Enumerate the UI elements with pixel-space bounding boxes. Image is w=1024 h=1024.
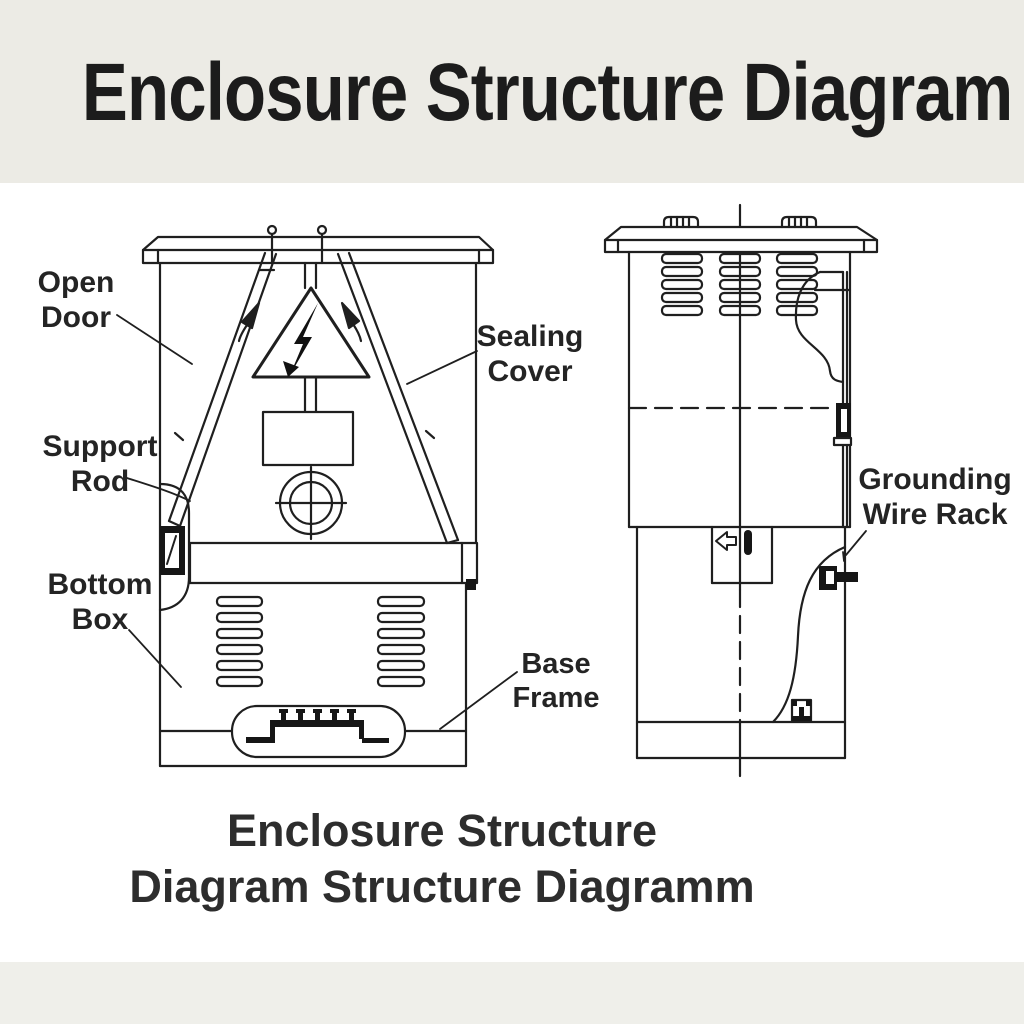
header-band	[0, 0, 1024, 183]
grounding-bolt-icon	[819, 566, 858, 590]
diagram-caption: Enclosure Structure Diagram Structure Di…	[92, 803, 792, 916]
base-terminal-strip	[158, 704, 468, 759]
door-lock-crosshair-icon	[274, 465, 348, 541]
louver-vent-icon	[215, 595, 426, 688]
label-line: Bottom	[47, 568, 153, 601]
label-line: Wire Rack	[862, 497, 1008, 531]
side-view-drawing	[603, 203, 879, 778]
label-line: Cover	[487, 354, 573, 388]
label-line: Frame	[512, 681, 600, 714]
leader-bottom-box	[128, 629, 182, 688]
label-grounding-wire-rack: Grounding Wire Rack	[840, 463, 1024, 533]
grounding-wire	[771, 545, 847, 724]
caption-line-2: Diagram Structure Diagramm	[129, 861, 755, 913]
label-line: Rod	[70, 464, 130, 498]
footer-band	[0, 962, 1024, 1024]
left-arrow-icon	[710, 525, 774, 585]
roof-cap	[141, 235, 495, 265]
support-rods	[167, 251, 460, 545]
hinge-latch	[158, 482, 191, 612]
leader-open-door	[116, 314, 193, 365]
label-line: Door	[41, 300, 111, 334]
leader-grounding	[842, 530, 867, 562]
page-title: Enclosure Structure Diagram	[81, 47, 1013, 138]
middle-band	[188, 541, 479, 590]
roof-vent-caps-icon	[662, 215, 818, 229]
label-sealing-cover: Sealing Cover	[452, 320, 608, 390]
label-bottom-box: Bottom Box	[26, 568, 174, 638]
label-base-frame: Base Frame	[478, 648, 634, 715]
label-line: Base	[521, 648, 591, 680]
front-view-drawing	[141, 224, 495, 768]
caption-line-1: Enclosure Structure	[226, 805, 658, 856]
high-voltage-triangle-icon	[251, 261, 371, 414]
side-roof-cap	[603, 225, 879, 254]
label-open-door: Open Door	[18, 266, 134, 336]
leader-lines	[116, 314, 867, 730]
label-line: Support	[42, 430, 158, 463]
label-line: Box	[71, 602, 129, 636]
leader-sealing-cover	[406, 350, 478, 385]
leader-support-rod	[126, 477, 191, 502]
inner-box	[261, 410, 355, 467]
grounding-wire-rack-drawing	[794, 270, 853, 529]
label-line: Open	[37, 266, 115, 299]
label-support-rod: Support Rod	[26, 430, 174, 500]
leader-base-frame	[439, 671, 518, 730]
label-line: Grounding	[858, 463, 1012, 496]
side-louver-vent-icon	[660, 252, 819, 317]
wire-clamp-icon	[790, 698, 813, 723]
label-line: Sealing	[476, 320, 584, 353]
